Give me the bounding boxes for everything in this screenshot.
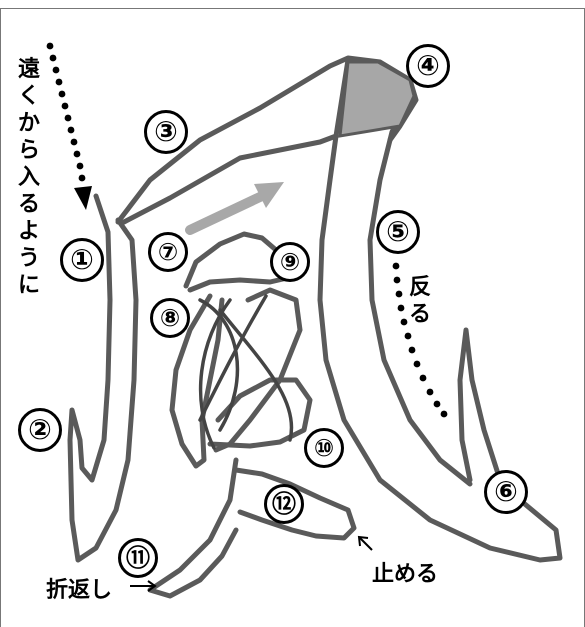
stroke-number-1: ①: [60, 238, 104, 282]
stroke-number-12: ⑫: [264, 484, 304, 524]
dot: [393, 263, 400, 270]
stroke-number-5: ⑤: [376, 210, 420, 254]
dot: [62, 103, 69, 110]
dot: [74, 151, 81, 158]
stroke-number-2: ②: [18, 408, 62, 452]
stroke-10-outline: [210, 380, 310, 446]
stroke-number-8: ⑧: [150, 298, 190, 338]
dot: [396, 291, 403, 298]
stroke-9-outline: [216, 290, 300, 450]
label-stop: 止める: [372, 556, 438, 588]
dot: [77, 163, 84, 170]
dot: [68, 127, 75, 134]
stroke-number-9: ⑨: [270, 242, 310, 282]
dot: [47, 43, 54, 50]
stroke-number-10: ⑩: [304, 428, 344, 468]
dot: [71, 139, 78, 146]
dot-arrow-head: [74, 186, 92, 210]
dot: [434, 401, 441, 408]
stroke-number-4: ④: [406, 44, 450, 88]
label-fold-back: 折返し: [46, 572, 112, 604]
dot: [441, 411, 448, 418]
label-curve-back: 反る: [408, 274, 432, 328]
direction-arrow: [190, 182, 284, 230]
dot: [409, 347, 416, 354]
annotation-arrows: [130, 537, 372, 591]
dot: [79, 175, 86, 182]
stroke-11-outline: [150, 460, 236, 596]
dot: [427, 389, 434, 396]
arrow-shaft: [190, 196, 262, 230]
dotted-entry-arrow: [47, 43, 92, 210]
dot: [59, 91, 66, 98]
dot: [53, 67, 60, 74]
stroke-number-11: ⑪: [118, 538, 158, 578]
dot: [65, 115, 72, 122]
dot: [405, 333, 412, 340]
stroke-number-7: ⑦: [148, 232, 188, 272]
dot: [414, 361, 421, 368]
dot: [56, 79, 63, 86]
stroke-number-3: ③: [144, 110, 188, 154]
stroke-number-6: ⑥: [484, 470, 528, 514]
dot: [50, 55, 57, 62]
dot: [398, 305, 405, 312]
dot: [420, 375, 427, 382]
stop-arrow: [360, 538, 372, 550]
dot: [394, 277, 401, 284]
label-enter-from-far: 遠くから入るように: [17, 56, 41, 299]
dot: [401, 319, 408, 326]
